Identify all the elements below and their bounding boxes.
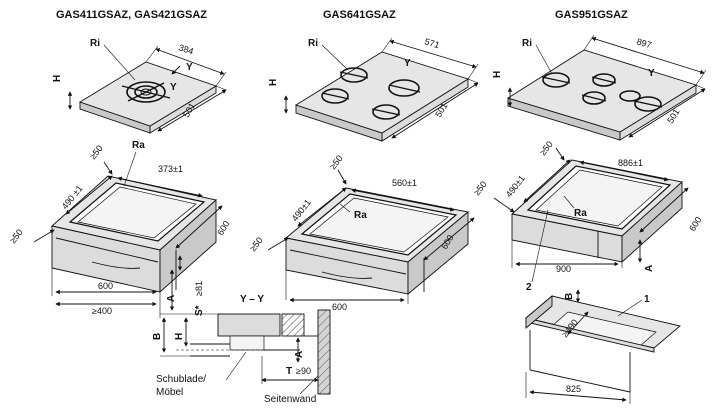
hob-left: 384 501 Ri H Y Y	[52, 38, 227, 134]
dim-cut-right-depth: 490±1	[504, 173, 527, 199]
callout-2: 2	[526, 282, 532, 293]
dim-cut-center-min-back: ≥50	[328, 153, 345, 171]
dim-cab-right-width: 900	[556, 264, 571, 274]
section-title: Y – Y	[240, 294, 264, 305]
label-h-center: H	[268, 79, 279, 86]
callout-1: 1	[644, 294, 650, 305]
label-a-left: A	[166, 295, 177, 302]
caption-drawer: Schublade/	[156, 374, 206, 385]
section-y-y: Y – Y B H S* ≥81 A T ≥90 Schublade/ Möbe…	[152, 269, 331, 405]
dim-cab-center-width: 600	[332, 302, 347, 312]
value-s-section: ≥81	[194, 281, 204, 296]
dim-cut-center-min-side: ≥50	[248, 235, 265, 253]
model-title-left: GAS411GSAZ, GAS421GSAZ	[56, 9, 207, 21]
label-b-right: B	[564, 293, 575, 300]
label-y-right: Y	[648, 68, 655, 79]
dim-cut-left-width: 373±1	[158, 164, 183, 174]
label-y-center: Y	[404, 58, 411, 69]
label-a-section: A	[294, 351, 305, 358]
caption-side-wall: Seitenwand	[264, 394, 316, 405]
dim-cut-left-min-back: ≥50	[88, 143, 105, 161]
cabinet-center: 600 560±1 490±1 ≥50 ≥50 600 Ra	[248, 153, 475, 312]
hob-center: 571 501 Ri H Y	[268, 36, 479, 142]
label-s-section: S*	[194, 305, 205, 316]
dim-cab-right-depth: 600	[687, 215, 703, 233]
hob-right: 897 501 Ri H Y	[492, 34, 707, 141]
model-title-right: GAS951GSAZ	[555, 9, 628, 21]
dim-center-width: 571	[423, 36, 440, 50]
label-h-right: H	[492, 71, 503, 78]
label-y-left-1: Y	[186, 62, 193, 73]
label-h-section: H	[174, 333, 185, 340]
cabinet-left: 600 ≥400 373±1 490 ±1 ≥50 ≥50 600 Ra A	[8, 140, 232, 318]
support-frame-right: 825 ≥490 B 1	[525, 289, 681, 404]
label-y-left-2: Y	[170, 82, 177, 93]
model-title-center: GAS641GSAZ	[323, 9, 396, 21]
label-ri-left: Ri	[90, 38, 100, 49]
label-ra-left: Ra	[132, 140, 145, 151]
label-ri-right: Ri	[522, 38, 532, 49]
label-b-section: B	[152, 333, 163, 340]
dim-left-width: 384	[177, 42, 194, 56]
dim-cab-left-min-width: ≥400	[92, 306, 112, 316]
dim-frame-right-width: 825	[566, 384, 581, 394]
dim-cut-right-min-back: ≥50	[538, 139, 555, 157]
label-ra-right: Ra	[574, 208, 587, 219]
label-ra-center: Ra	[354, 210, 367, 221]
dim-cab-left-depth: 600	[215, 219, 231, 237]
label-t-section: T	[286, 366, 292, 377]
dim-cut-left-min-side: ≥50	[8, 227, 25, 245]
value-t-section: ≥90	[296, 366, 311, 376]
dim-cut-right-min-side: ≥50	[472, 179, 489, 197]
cabinet-right: 900 886±1 490±1 ≥50 ≥50 600 Ra A 2	[472, 139, 704, 293]
label-h-left: H	[52, 75, 63, 82]
dim-cab-left-width: 600	[98, 281, 113, 291]
dim-cut-center-width: 560±1	[392, 178, 417, 188]
dim-cut-right-width: 886±1	[618, 158, 643, 168]
label-a-right: A	[644, 265, 655, 272]
caption-furniture: Möbel	[156, 387, 183, 398]
label-ri-center: Ri	[308, 38, 318, 49]
dim-right-width: 897	[635, 36, 652, 50]
